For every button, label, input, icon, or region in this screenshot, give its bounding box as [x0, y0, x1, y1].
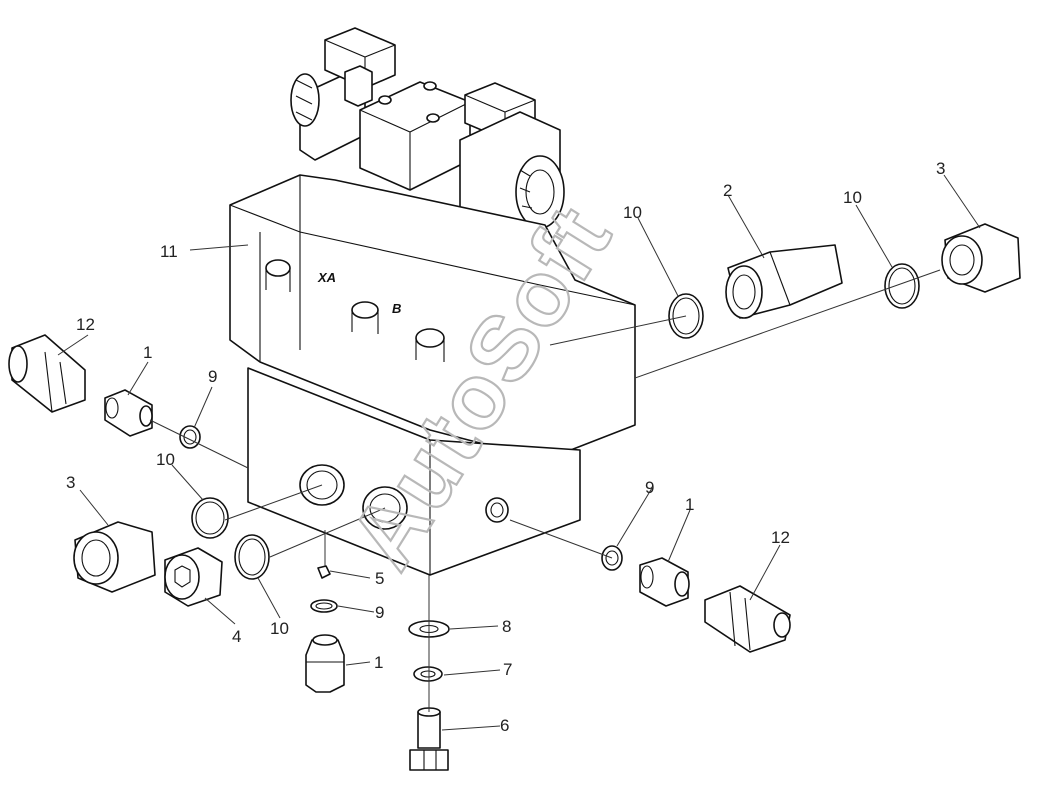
callout-5: 5: [375, 569, 384, 588]
callouts: 11 12 1 9 10 3 4 10 5 9 1 8 7 6 9 1 12 1…: [66, 159, 945, 735]
callout-10-right-a: 10: [623, 203, 642, 222]
elbow-fitting-right: [725, 244, 843, 319]
callout-11: 11: [160, 242, 178, 261]
callout-10-left-a: 10: [156, 450, 175, 469]
lock-washer: [413, 666, 443, 682]
callout-12-right: 12: [771, 528, 790, 547]
adapter-fitting-bottom: [305, 634, 345, 693]
adapter-fitting-right: [639, 557, 690, 607]
callout-10-right-b: 10: [843, 188, 862, 207]
quick-coupling-left: [8, 334, 86, 413]
callout-3-right: 3: [936, 159, 945, 178]
callout-12-left: 12: [76, 315, 95, 334]
callout-1-right: 1: [685, 495, 694, 514]
callout-4: 4: [232, 627, 241, 646]
callout-2: 2: [723, 181, 732, 200]
callout-9-bottom: 9: [375, 603, 384, 622]
small-nozzle: [317, 565, 331, 579]
leader-lines: [57, 174, 981, 731]
port-label-b: B: [392, 301, 401, 316]
plug-fitting-right: [941, 223, 1021, 293]
adapter-fitting-upper-left: [104, 389, 153, 437]
callout-9-right: 9: [645, 478, 654, 497]
bolt: [409, 707, 449, 771]
callout-7: 7: [503, 660, 512, 679]
seal-ring-left-a: [191, 497, 229, 539]
seal-ring-upper-left: [179, 425, 201, 449]
callout-9-upper-left: 9: [208, 367, 217, 386]
seal-ring-right-upper-b: [884, 263, 920, 309]
manifold-upper: XA B: [229, 174, 636, 461]
plug-fitting-left: [73, 521, 156, 593]
callout-3-left: 3: [66, 473, 75, 492]
seal-ring-bottom: [310, 599, 338, 613]
manifold-lower: [247, 367, 581, 576]
callout-8: 8: [502, 617, 511, 636]
callout-10-left-b: 10: [270, 619, 289, 638]
quick-coupling-right: [704, 585, 791, 653]
solenoid-valve: [290, 27, 565, 233]
seal-ring-left-b: [234, 534, 270, 580]
hex-plug: [164, 547, 223, 607]
callout-6: 6: [500, 716, 509, 735]
port-label-xa: XA: [317, 270, 336, 285]
callout-1-upper-left: 1: [143, 343, 152, 362]
callout-1-bottom: 1: [374, 653, 383, 672]
